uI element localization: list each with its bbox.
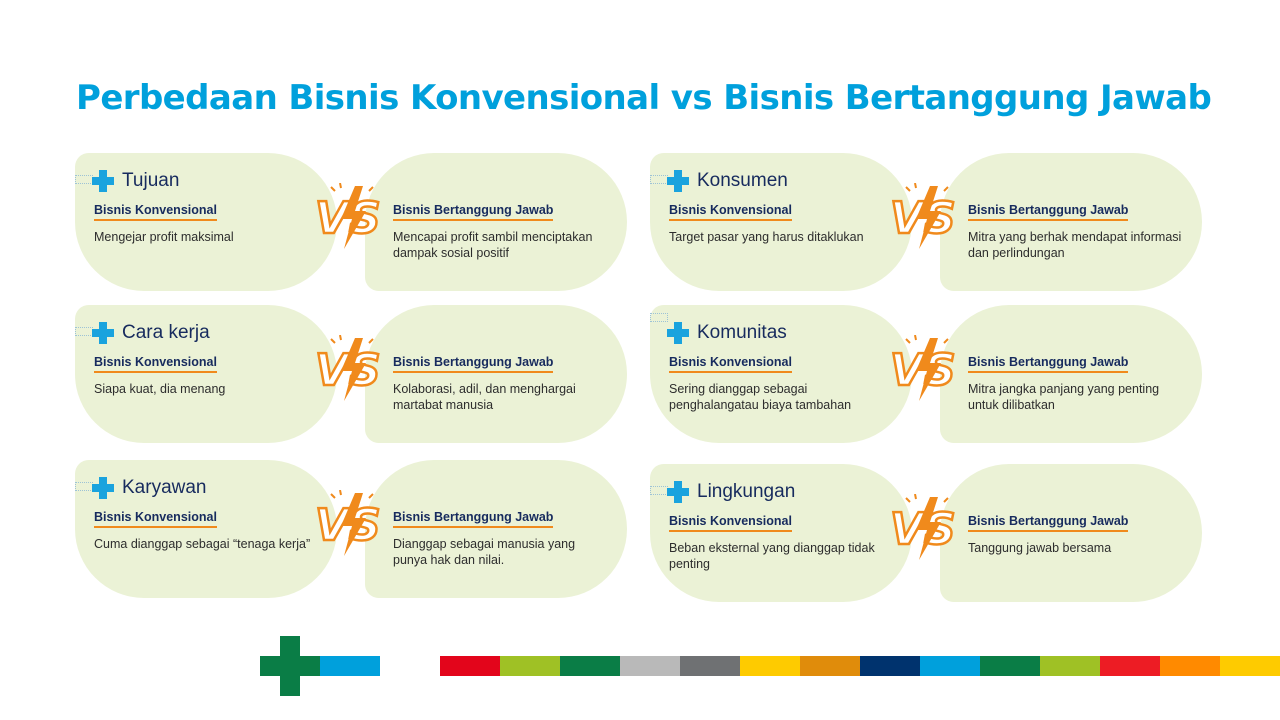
responsible-description: Mencapai profit sambil menciptakan dampa… — [393, 230, 593, 260]
conventional-panel — [650, 305, 912, 443]
conventional-label: Bisnis Konvensional — [669, 514, 792, 532]
footer-color-segment — [920, 656, 980, 676]
plus-icon — [667, 322, 689, 344]
conventional-label: Bisnis Konvensional — [94, 355, 217, 373]
responsible-description: Mitra yang berhak mendapat informasi dan… — [968, 230, 1182, 260]
footer-color-segment — [440, 656, 500, 676]
page-title: Perbedaan Bisnis Konvensional vs Bisnis … — [76, 78, 1212, 118]
conventional-panel — [75, 305, 337, 443]
category-title: Cara kerja — [122, 322, 210, 343]
responsible-label: Bisnis Bertanggung Jawab — [968, 514, 1129, 532]
responsible-description: Mitra jangka panjang yang penting untuk … — [968, 382, 1160, 412]
conventional-label: Bisnis Konvensional — [669, 355, 792, 373]
footer-color-segment — [1220, 656, 1280, 676]
conventional-panel — [650, 464, 912, 602]
footer-color-segment — [980, 656, 1040, 676]
category-title: Tujuan — [122, 170, 180, 191]
plus-icon — [667, 170, 689, 192]
conventional-panel — [650, 153, 912, 291]
conventional-description: Siapa kuat, dia menang — [94, 382, 226, 396]
conventional-description: Mengejar profit maksimal — [94, 230, 234, 244]
footer-color-segment — [560, 656, 620, 676]
category-title: Karyawan — [122, 477, 207, 498]
selection-marker — [650, 175, 668, 184]
selection-marker — [75, 482, 93, 491]
comparison-card-tujuan: Tujuan Bisnis Konvensional Mengejar prof… — [75, 153, 627, 291]
footer-color-segment — [620, 656, 680, 676]
responsible-label: Bisnis Bertanggung Jawab — [393, 355, 554, 373]
conventional-label: Bisnis Konvensional — [94, 203, 217, 221]
responsible-panel — [940, 153, 1202, 291]
footer-color-strip — [320, 656, 1280, 676]
vs-lightning-icon: VS — [889, 494, 957, 560]
plus-icon — [92, 322, 114, 344]
comparison-card-karyawan: Karyawan Bisnis Konvensional Cuma diangg… — [75, 460, 627, 598]
footer-color-segment — [1100, 656, 1160, 676]
responsible-label: Bisnis Bertanggung Jawab — [393, 203, 554, 221]
selection-marker — [75, 327, 93, 336]
footer-cross-icon — [260, 636, 320, 696]
plus-icon — [92, 477, 114, 499]
category-title: Konsumen — [697, 170, 788, 191]
category-title: Lingkungan — [697, 481, 796, 502]
selection-marker — [650, 486, 668, 495]
footer-color-segment — [1160, 656, 1220, 676]
conventional-panel — [75, 460, 337, 598]
responsible-label: Bisnis Bertanggung Jawab — [393, 510, 554, 528]
responsible-panel — [365, 305, 627, 443]
responsible-panel — [940, 305, 1202, 443]
footer-color-segment — [680, 656, 740, 676]
responsible-panel — [365, 153, 627, 291]
responsible-panel — [365, 460, 627, 598]
category-title: Komunitas — [697, 322, 787, 343]
conventional-description: Beban eksternal yang dianggap tidak pent… — [669, 541, 875, 571]
footer-color-segment — [320, 656, 380, 676]
footer-color-segment — [860, 656, 920, 676]
footer-color-segment — [740, 656, 800, 676]
plus-icon — [667, 481, 689, 503]
conventional-label: Bisnis Konvensional — [669, 203, 792, 221]
conventional-label: Bisnis Konvensional — [94, 510, 217, 528]
footer-color-segment — [800, 656, 860, 676]
comparison-card-konsumen: Konsumen Bisnis Konvensional Target pasa… — [650, 153, 1202, 291]
vs-lightning-icon: VS — [314, 490, 382, 556]
selection-marker — [650, 313, 668, 322]
vs-lightning-icon: VS — [314, 183, 382, 249]
comparison-card-lingkungan: Lingkungan Bisnis Konvensional Beban eks… — [650, 464, 1202, 602]
comparison-card-cara-kerja: Cara kerja Bisnis Konvensional Siapa kua… — [75, 305, 627, 443]
responsible-label: Bisnis Bertanggung Jawab — [968, 203, 1129, 221]
responsible-description: Dianggap sebagai manusia yang punya hak … — [393, 537, 576, 567]
responsible-description: Kolaborasi, adil, dan menghargai martaba… — [393, 382, 576, 412]
vs-lightning-icon: VS — [889, 335, 957, 401]
comparison-card-komunitas: Komunitas Bisnis Konvensional Sering dia… — [650, 305, 1202, 443]
plus-icon — [92, 170, 114, 192]
conventional-description: Sering dianggap sebagai penghalangatau b… — [669, 382, 852, 412]
footer-color-segment — [380, 656, 440, 676]
conventional-description: Target pasar yang harus ditaklukan — [669, 230, 864, 244]
vs-lightning-icon: VS — [889, 183, 957, 249]
footer-color-segment — [1040, 656, 1100, 676]
conventional-description: Cuma dianggap sebagai “tenaga kerja” — [94, 537, 311, 551]
footer-color-segment — [500, 656, 560, 676]
selection-marker — [75, 175, 93, 184]
responsible-description: Tanggung jawab bersama — [968, 541, 1112, 555]
responsible-panel — [940, 464, 1202, 602]
responsible-label: Bisnis Bertanggung Jawab — [968, 355, 1129, 373]
conventional-panel — [75, 153, 337, 291]
vs-lightning-icon: VS — [314, 335, 382, 401]
